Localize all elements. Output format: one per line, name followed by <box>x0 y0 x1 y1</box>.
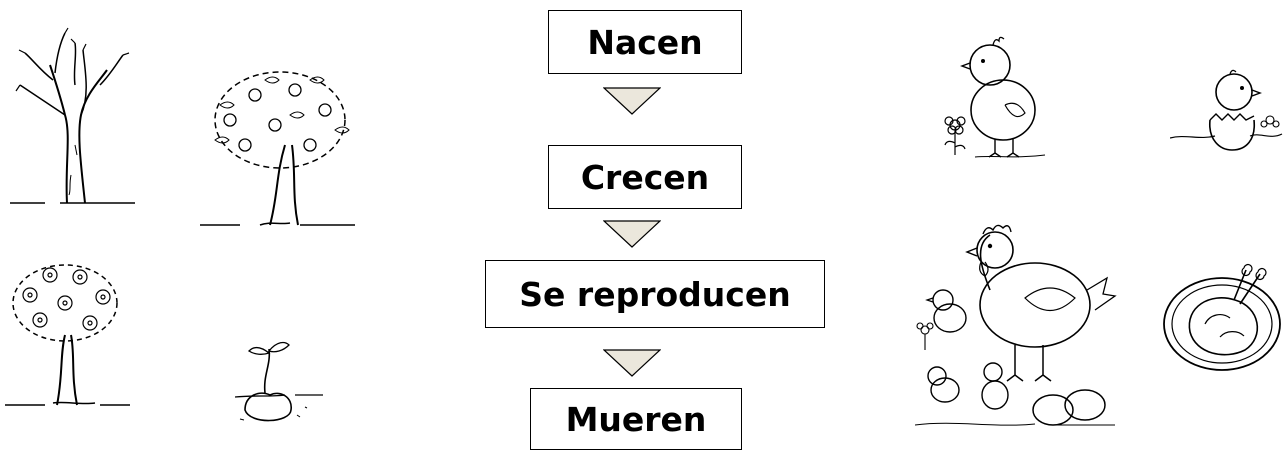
stage-label: Crecen <box>580 157 710 197</box>
bare-tree-icon <box>5 25 140 215</box>
stage-box-crecen: Crecen <box>548 145 742 209</box>
stage-label: Nacen <box>587 22 703 62</box>
hatching-chick-icon <box>1170 60 1284 155</box>
chick-icon <box>935 25 1065 165</box>
down-arrow-icon <box>603 220 661 248</box>
stage-box-nacen: Nacen <box>548 10 742 74</box>
stage-box-se-reproducen: Se reproducen <box>485 260 825 328</box>
fruit-tree-icon <box>200 65 360 235</box>
stage-box-mueren: Mueren <box>530 388 742 450</box>
stage-label: Mueren <box>565 399 707 439</box>
down-arrow-icon <box>603 349 661 377</box>
roast-chicken-icon <box>1160 262 1284 378</box>
stage-label: Se reproducen <box>519 274 791 314</box>
down-arrow-icon <box>603 87 661 115</box>
sprouting-seed-icon <box>235 335 325 430</box>
flowering-tree-icon <box>5 255 140 415</box>
hen-with-chicks-icon <box>915 220 1120 440</box>
